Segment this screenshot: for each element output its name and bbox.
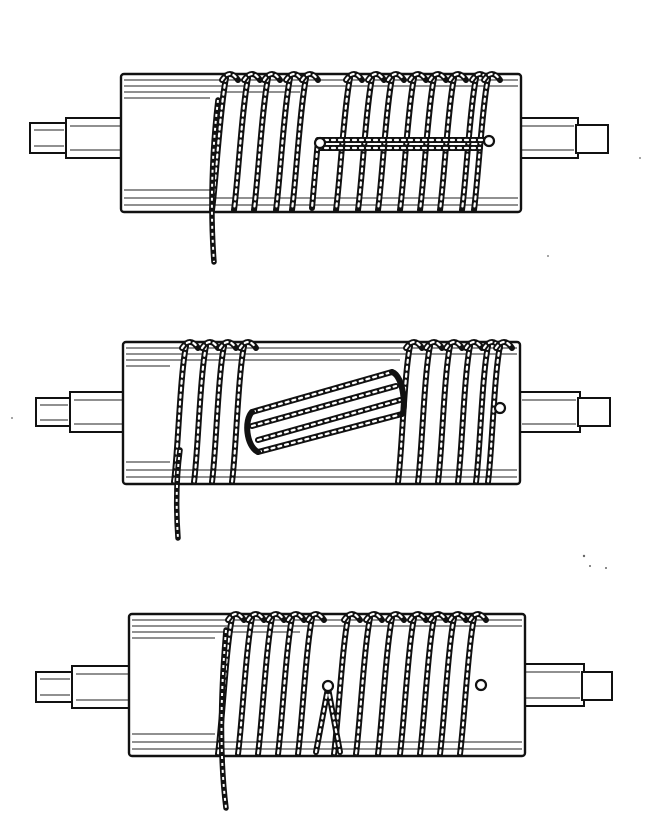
roller-bottom-tail — [218, 627, 229, 811]
wind-mid-turn-3 — [229, 343, 247, 485]
wind-top-turn-5 — [334, 76, 352, 212]
wind-mid-turn-7 — [455, 343, 473, 485]
roller-top-right-shaft — [517, 117, 609, 159]
wind-top-turn-3 — [274, 76, 292, 212]
roller-top — [29, 71, 609, 265]
wind-bot-turn-11 — [457, 615, 477, 757]
wind-mid-turn-8 — [473, 343, 491, 485]
paper-specks — [11, 157, 641, 569]
wind-bot-turn-10 — [448, 612, 468, 622]
wind-bot-turn-4 — [306, 612, 326, 622]
wind-bot-turn-1 — [246, 612, 266, 622]
wind-top-turn-10 — [448, 72, 468, 82]
roller-bottom-tuck — [313, 678, 488, 755]
wind-mid-turn-9 — [494, 340, 514, 350]
roller-bottom-eyelet-right — [474, 678, 488, 692]
roller-middle-right-shaft — [517, 391, 611, 433]
wind-top-turn-1 — [242, 72, 262, 82]
wind-top-turn-7 — [386, 72, 406, 82]
wind-bot-turn-3 — [286, 612, 306, 622]
wind-top-turn-4 — [290, 76, 308, 212]
wind-top-turn-6 — [366, 72, 386, 82]
roller-middle-left-shaft — [35, 391, 127, 433]
wind-top-turn-9 — [428, 72, 448, 82]
wind-bot-turn-6 — [364, 612, 384, 622]
wind-top-turn-0 — [220, 72, 240, 82]
roller-top-left-shaft — [29, 117, 125, 159]
wind-top-turn-12 — [482, 72, 502, 82]
roller-bottom — [35, 611, 613, 811]
wind-mid-turn-5 — [424, 340, 444, 350]
roller-top-tail — [209, 97, 221, 265]
wind-bot-turn-6 — [353, 615, 373, 757]
wind-top-turn-5 — [344, 72, 364, 82]
wind-top-turn-10 — [438, 76, 456, 212]
roller-middle-loop — [244, 369, 507, 455]
wind-bot-turn-5 — [342, 612, 362, 622]
wind-top-turn-6 — [356, 76, 374, 212]
wind-bot-turn-2 — [266, 612, 286, 622]
wind-mid-turn-2 — [218, 340, 238, 350]
wind-top-turn-11 — [470, 72, 490, 82]
wind-bot-turn-8 — [397, 615, 417, 757]
wind-mid-turn-8 — [482, 340, 502, 350]
wind-top-turn-8 — [408, 72, 428, 82]
wind-mid-turn-1 — [200, 340, 220, 350]
wind-bot-turn-8 — [408, 612, 428, 622]
wind-top-turn-9 — [418, 76, 436, 212]
wind-mid-turn-3 — [238, 340, 258, 350]
wind-mid-turn-1 — [191, 343, 209, 485]
wind-mid-turn-7 — [464, 340, 484, 350]
roller-top-eyelet-right — [482, 134, 496, 148]
wind-top-turn-2 — [252, 76, 270, 212]
wind-mid-turn-9 — [485, 343, 503, 485]
wind-top-turn-11 — [460, 76, 478, 212]
wind-bot-turn-3 — [275, 615, 295, 757]
wind-bot-turn-7 — [375, 615, 395, 757]
wind-top-turn-1 — [232, 76, 250, 212]
wind-mid-turn-2 — [209, 343, 227, 485]
wind-top-turn-7 — [376, 76, 394, 212]
wind-top-turn-8 — [398, 76, 416, 212]
wind-top-turn-3 — [284, 72, 304, 82]
roller-middle-tail — [173, 447, 183, 541]
wind-bot-turn-9 — [428, 612, 448, 622]
wind-top-turn-4 — [300, 72, 320, 82]
wind-mid-turn-0 — [180, 340, 200, 350]
wind-mid-turn-4 — [404, 340, 424, 350]
wind-bot-turn-4 — [295, 615, 315, 757]
wind-bot-turn-11 — [468, 612, 488, 622]
roller-bottom-right-shaft — [521, 663, 613, 707]
roller-bottom-eyelet-center — [321, 679, 335, 693]
wind-top-turn-12 — [472, 76, 490, 212]
roller-top-eyelet-left — [313, 136, 327, 150]
wind-bot-turn-0 — [226, 612, 246, 622]
roller-top-loop — [309, 134, 496, 211]
wind-bot-turn-1 — [235, 615, 255, 757]
wind-bot-turn-7 — [386, 612, 406, 622]
roller-middle — [35, 339, 611, 541]
wind-mid-turn-6 — [444, 340, 464, 350]
roller-bottom-left-shaft — [35, 665, 133, 709]
wind-top-turn-2 — [262, 72, 282, 82]
wind-bot-turn-9 — [417, 615, 437, 757]
wind-mid-turn-6 — [435, 343, 453, 485]
wind-bot-turn-10 — [437, 615, 457, 757]
wind-mid-turn-5 — [415, 343, 433, 485]
roller-middle-eyelet — [493, 401, 507, 415]
wind-bot-turn-2 — [255, 615, 275, 757]
